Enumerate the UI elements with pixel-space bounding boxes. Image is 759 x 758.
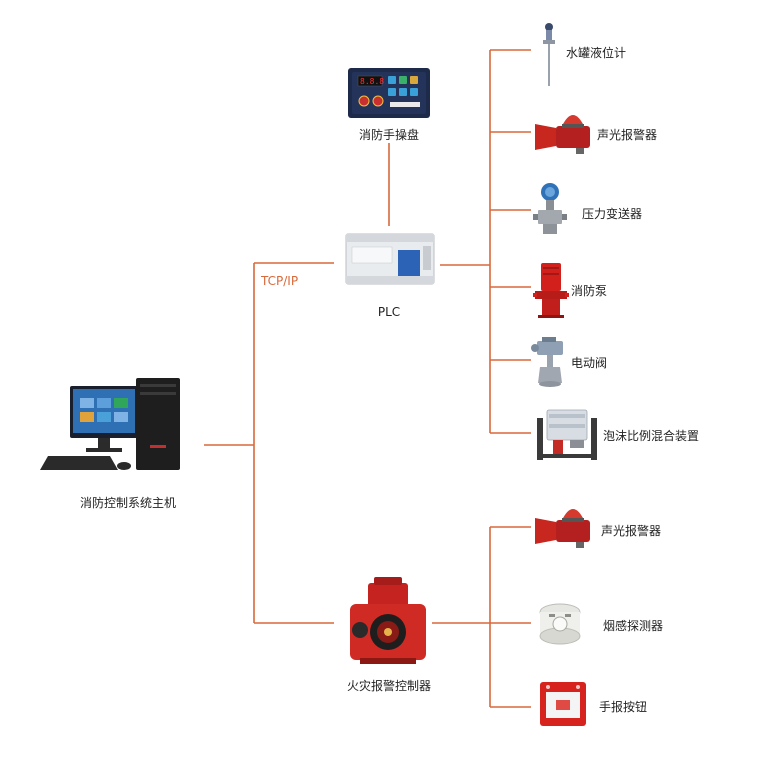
host-label: 消防控制系统主机: [79, 496, 177, 510]
siren-alarm-icon: [535, 509, 590, 548]
plc-label: PLC: [377, 305, 401, 319]
device-label-smoke: 烟感探测器: [603, 619, 664, 633]
fire-alarm-controller-icon: [350, 577, 426, 664]
protocol-label: TCP/IP: [261, 274, 299, 288]
device-label-foam: 泡沫比例混合装置: [603, 429, 700, 443]
svg-text:8.8.8: 8.8.8: [360, 77, 384, 86]
control-panel-icon: 8.8.8: [348, 68, 430, 118]
device-label-level-gauge: 水罐液位计: [566, 46, 627, 60]
device-label-valve: 电动阀: [571, 356, 608, 370]
electric-valve-icon: [531, 337, 563, 387]
level-gauge-icon: [543, 23, 555, 86]
device-label-siren: 声光报警器: [597, 128, 658, 142]
device-label-fire-siren: 声光报警器: [601, 524, 662, 538]
desktop-computer-icon: [40, 378, 180, 470]
connector-lines: [204, 49, 531, 708]
fire-controller-label: 火灾报警控制器: [346, 679, 432, 693]
device-label-pressure: 压力变送器: [582, 207, 643, 221]
panel-label: 消防手操盘: [358, 128, 420, 142]
plc-module-icon: [345, 233, 435, 285]
pressure-transmitter-icon: [533, 183, 567, 234]
siren-alarm-icon: [535, 115, 590, 154]
device-label-pump: 消防泵: [571, 284, 608, 298]
smoke-detector-icon: [539, 603, 581, 645]
fire-pump-icon: [533, 263, 569, 318]
manual-call-point-icon: [540, 682, 586, 726]
foam-mixer-icon: [537, 409, 597, 460]
device-label-call-point: 手报按钮: [599, 700, 648, 714]
